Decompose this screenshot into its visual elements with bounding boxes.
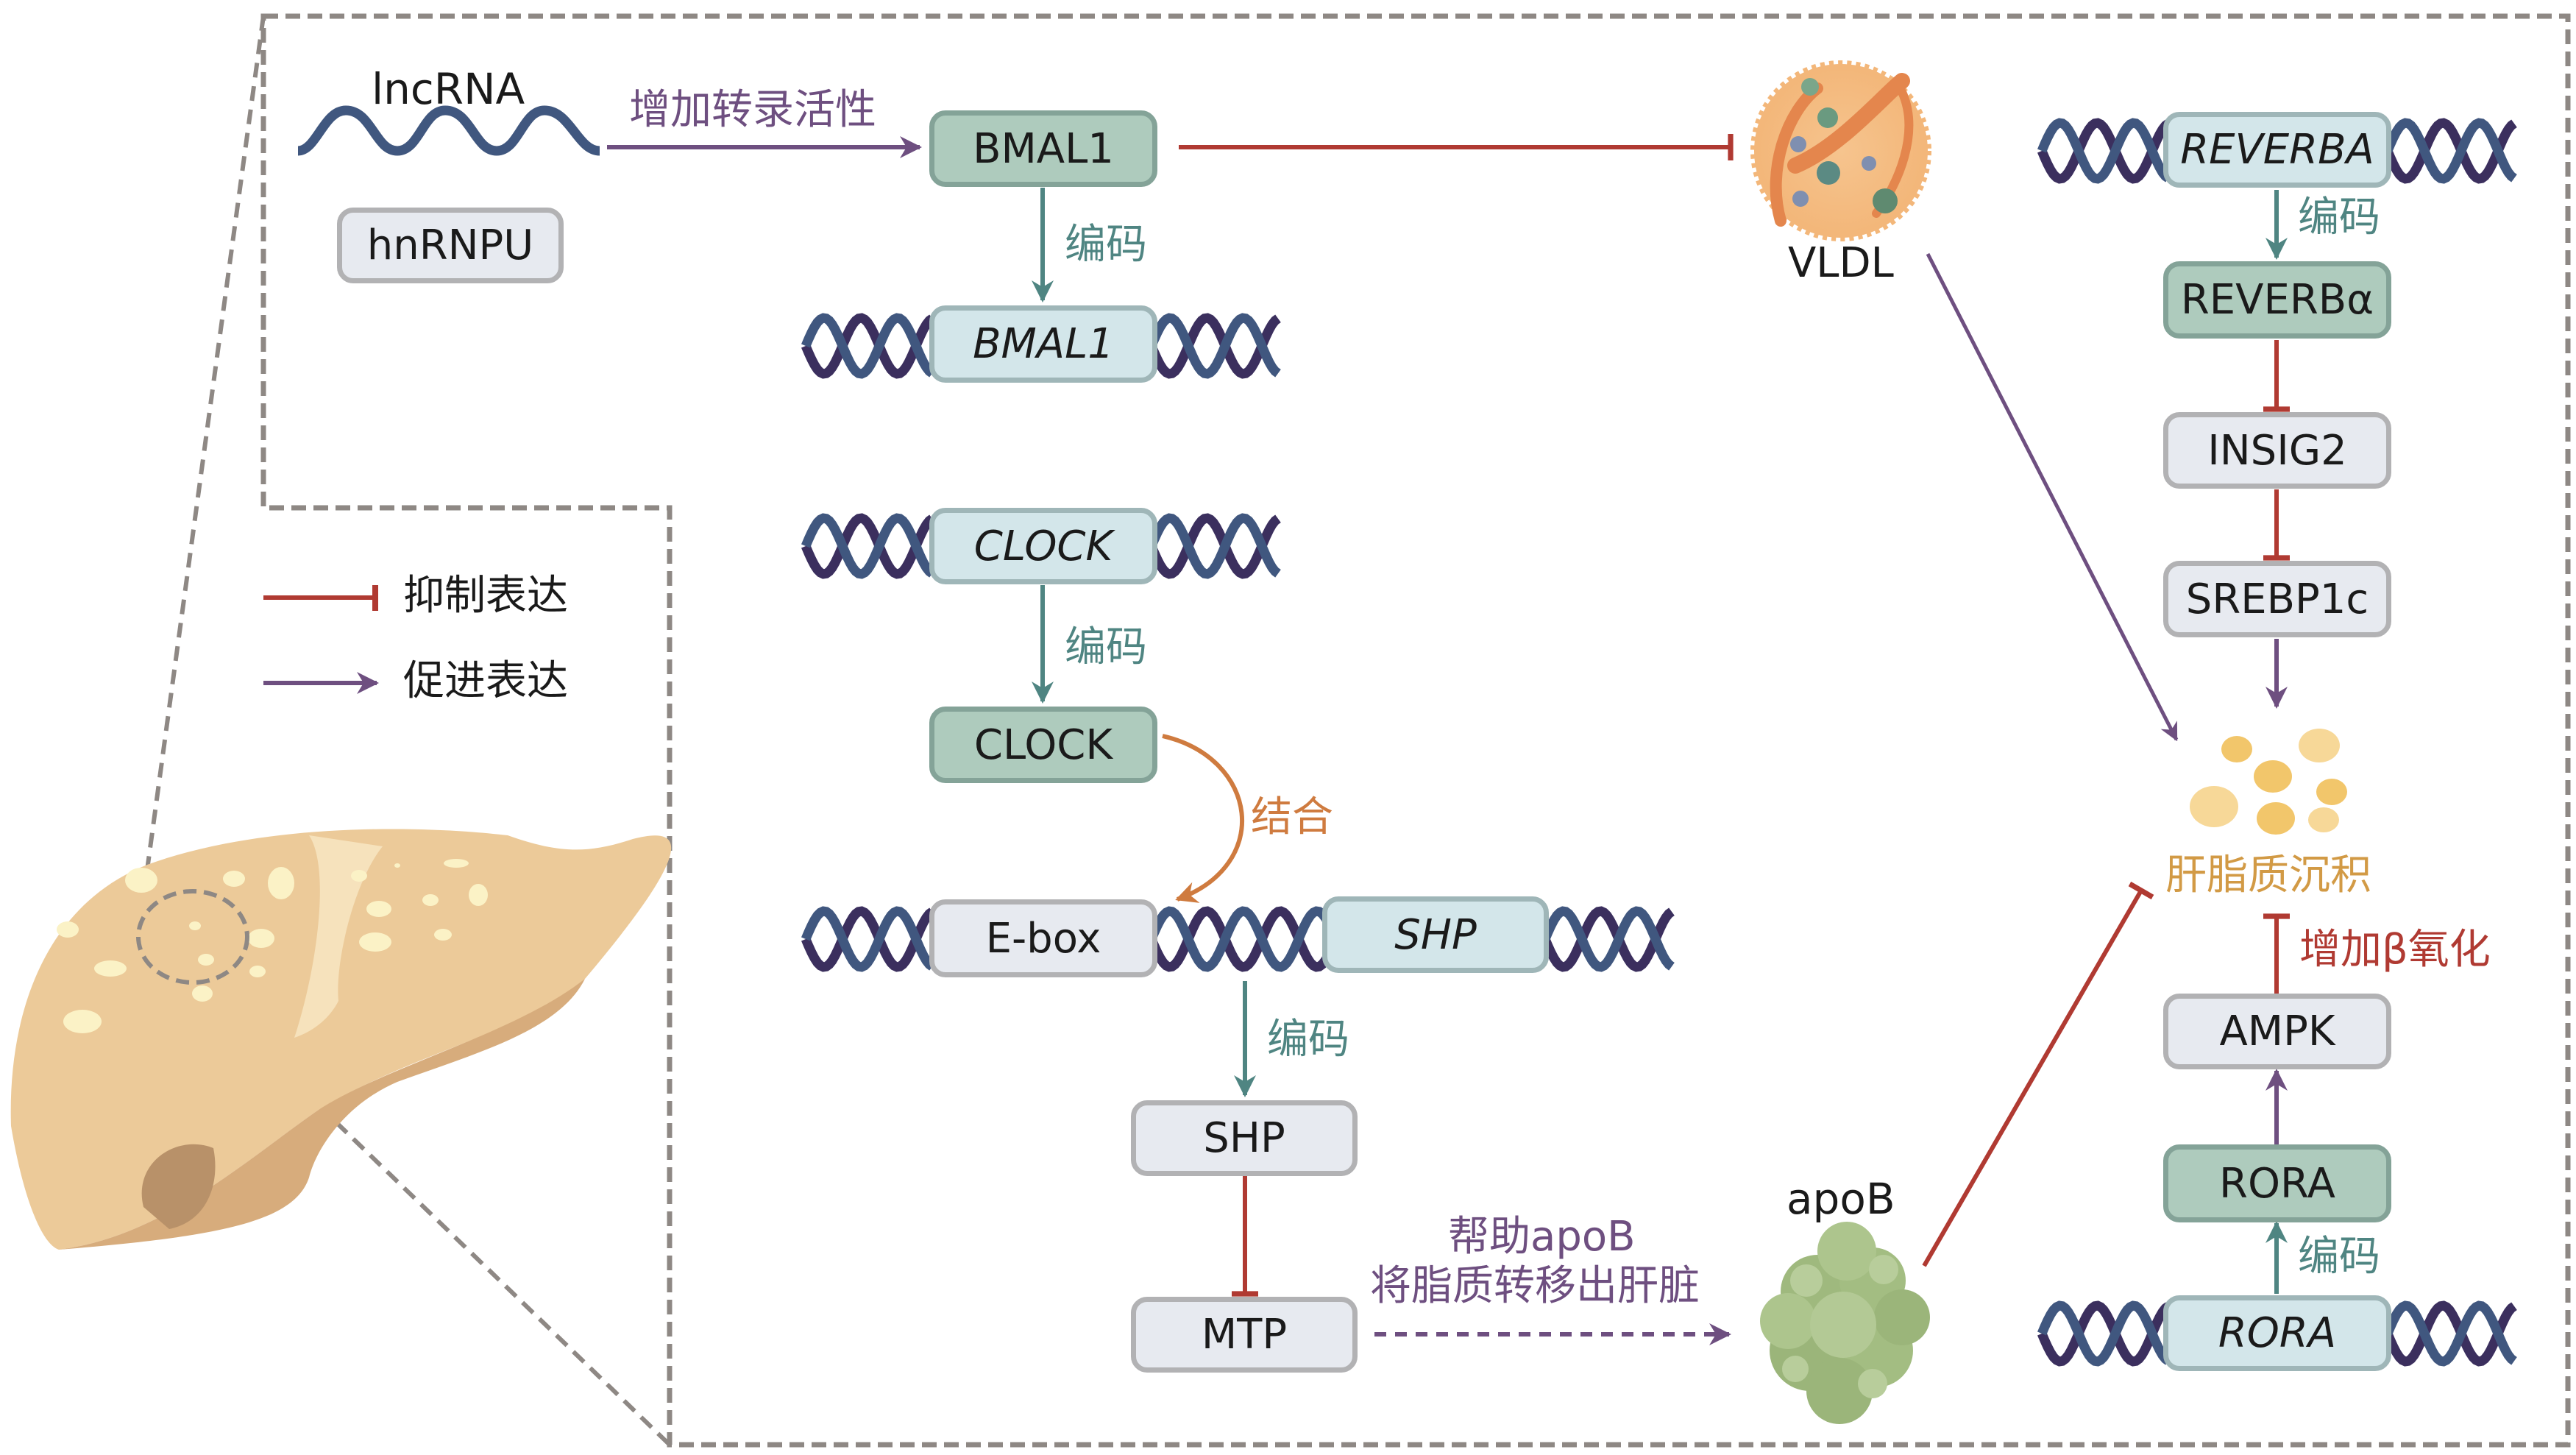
legend-inhibit-line <box>263 585 378 611</box>
shp-gene-box: SHP <box>1322 896 1549 973</box>
clock-protein-box: CLOCK <box>929 707 1157 783</box>
lncrna-label: lncRNA <box>372 64 525 114</box>
dna-strand <box>2383 118 2517 184</box>
dna-strand <box>1147 906 1333 972</box>
dna-strand <box>1147 313 1281 379</box>
dna-strand <box>1147 313 1281 379</box>
dna-strand <box>801 513 935 579</box>
legend-promote-label: 促进表达 <box>403 657 568 705</box>
dna-helices <box>801 118 2517 1367</box>
dna-strand <box>1541 906 1675 972</box>
apob-particle-icon <box>1760 1222 1930 1424</box>
zoom-projection-lines <box>136 15 672 1447</box>
dna-strand <box>801 906 935 972</box>
legend-inhibit-label: 抑制表达 <box>403 572 568 620</box>
srebp1c-box: SREBP1c <box>2163 561 2391 637</box>
reverba-gene-box: REVERBA <box>2163 112 2391 188</box>
dna-strand <box>1147 513 1281 579</box>
apob-label: apoB <box>1786 1174 1895 1224</box>
dna-strand <box>2383 1300 2517 1367</box>
dna-strand <box>2037 118 2171 184</box>
clock-gene-box: CLOCK <box>929 508 1157 584</box>
bmal1-protein-box: BMAL1 <box>929 110 1157 187</box>
edge-label-mtp-transfer-lipid: 将脂质转移出肝脏 <box>1370 1262 1700 1310</box>
edge-apob-inhibits-deposition <box>1922 881 2154 1267</box>
lipid-droplets-icon <box>2190 729 2347 835</box>
mtp-box: MTP <box>1131 1297 1358 1373</box>
lncrna-wave-icon <box>297 105 600 156</box>
dna-strand <box>801 513 935 579</box>
shp-protein-box: SHP <box>1131 1100 1358 1176</box>
edge-label-mtp-help-apob: 帮助apoB <box>1448 1213 1636 1261</box>
dna-strand <box>801 313 935 379</box>
lipid-deposition-label: 肝脂质沉积 <box>2165 852 2371 899</box>
bmal1-gene-box: BMAL1 <box>929 305 1157 383</box>
dna-strand <box>801 906 935 972</box>
edge-label-clock-encode: 编码 <box>1065 623 1147 671</box>
edge-label-beta-oxidation: 增加β氧化 <box>2299 926 2491 974</box>
dna-strand <box>2037 1300 2171 1367</box>
dna-strand <box>801 313 935 379</box>
dna-strand <box>1147 513 1281 579</box>
liver-fat-spots <box>57 859 488 1033</box>
dna-strand <box>2383 118 2517 184</box>
edge-vldl-promotes-deposition <box>1926 252 2179 742</box>
edge-label-reverba-encode: 编码 <box>2298 194 2380 241</box>
dna-strand <box>1541 906 1675 972</box>
dna-strand <box>2037 1300 2171 1367</box>
edge-label-rora-encode: 编码 <box>2298 1233 2380 1281</box>
liver-illustration <box>10 829 672 1250</box>
edge-clock-bind <box>1162 734 1244 903</box>
vldl-label: VLDL <box>1788 239 1894 287</box>
edge-label-bmal1-encode: 编码 <box>1065 221 1147 269</box>
dna-strand <box>2383 1300 2517 1367</box>
edge-label-increase-transcription: 增加转录活性 <box>629 86 876 134</box>
reverba-protein-box: REVERBα <box>2163 261 2391 339</box>
rora-gene-box: RORA <box>2163 1295 2391 1371</box>
ebox-box: E-box <box>929 899 1157 977</box>
ampk-box: AMPK <box>2163 994 2391 1069</box>
insig2-box: INSIG2 <box>2163 412 2391 489</box>
edge-label-clock-bind: 结合 <box>1251 793 1333 841</box>
edge-label-shp-encode: 编码 <box>1267 1016 1349 1063</box>
edges <box>607 134 2290 1345</box>
rora-protein-box: RORA <box>2163 1144 2391 1222</box>
hnrnpu-box: hnRNPU <box>337 208 564 283</box>
dna-strand <box>2037 118 2171 184</box>
zoom-frame <box>260 13 2571 1448</box>
vldl-particle-icon <box>1750 60 1931 241</box>
liver-zoom-circle <box>136 889 249 985</box>
